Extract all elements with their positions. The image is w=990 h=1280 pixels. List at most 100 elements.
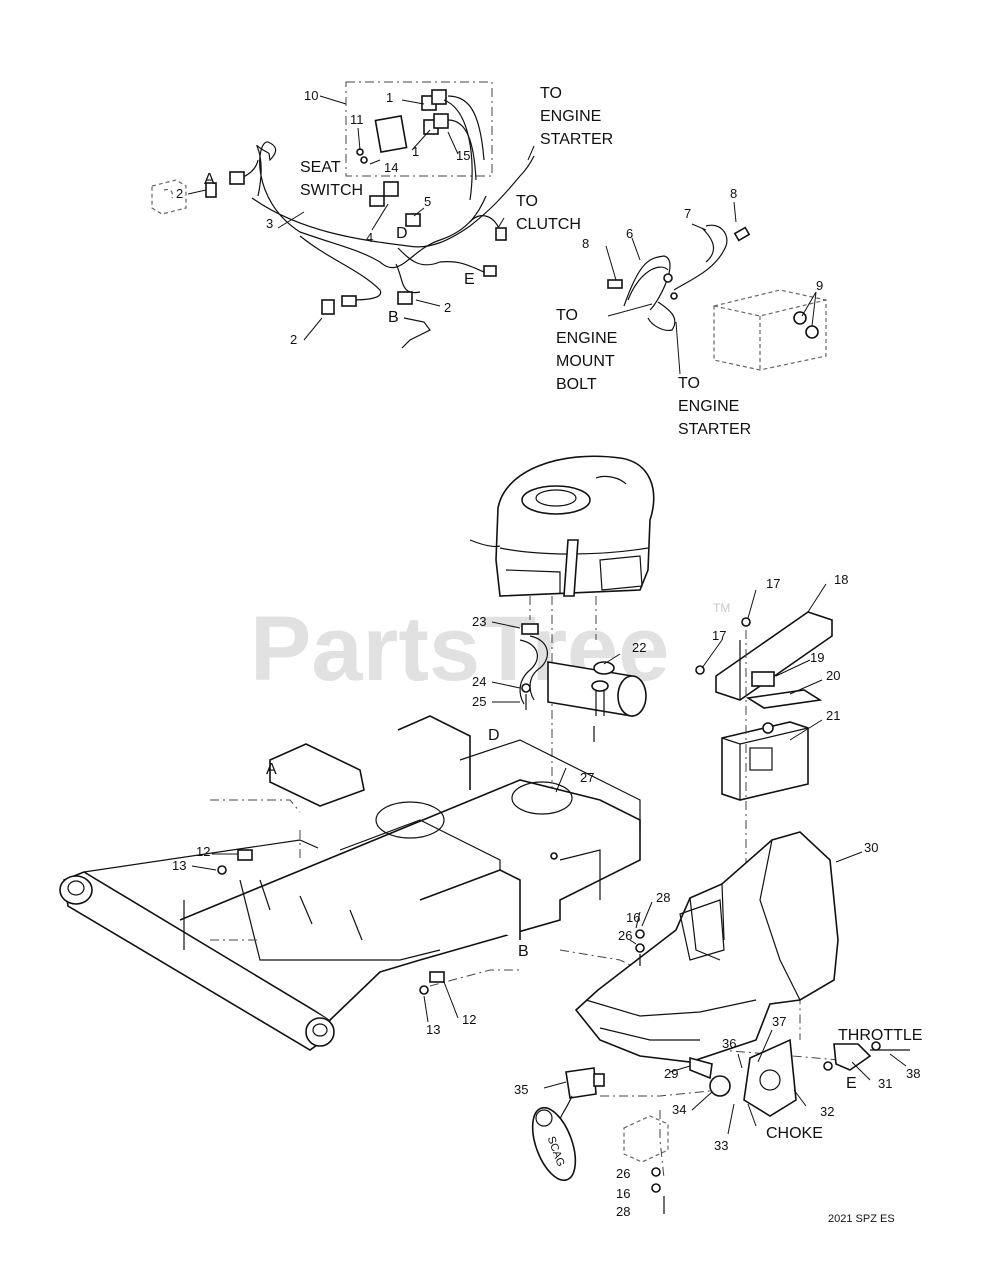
part-number: 5 <box>424 194 431 209</box>
letter-a-frame: A <box>266 761 277 778</box>
part-number: 34 <box>672 1102 686 1117</box>
to-engine-starter-bottom-line3: STARTER <box>678 421 751 438</box>
ghost-battery <box>713 289 827 371</box>
part-number: 1 <box>412 144 419 159</box>
to-engine-starter-top-line3: STARTER <box>540 131 613 148</box>
letter-d-harness: D <box>396 225 408 242</box>
part-number: 2 <box>176 186 183 201</box>
throttle-lever <box>833 1043 872 1071</box>
letter-e-throttle: E <box>846 1075 857 1092</box>
to-engine-starter-bottom-line2: ENGINE <box>678 398 739 415</box>
chassis-frame <box>59 715 641 1051</box>
to-clutch-line2: CLUTCH <box>516 216 581 233</box>
seat-switch-line2: SWITCH <box>300 182 363 199</box>
part-number: 26 <box>616 1166 630 1181</box>
part-number: 17 <box>766 576 780 591</box>
letter-d-frame: D <box>488 727 500 744</box>
part-number: 20 <box>826 668 840 683</box>
part-number: 24 <box>472 674 486 689</box>
battery-cables-group <box>607 224 827 371</box>
gasket <box>521 623 539 635</box>
to-engine-mount-bolt-line4: BOLT <box>556 376 597 393</box>
connection-letters: A B D E A B D E <box>204 171 857 1092</box>
part-number: 28 <box>656 890 670 905</box>
leader-lines <box>187 95 907 1135</box>
part-number: 7 <box>684 206 691 221</box>
positive-cable <box>673 224 728 291</box>
seat-switch-line1: SEAT <box>300 159 341 176</box>
part-number: 35 <box>514 1082 528 1097</box>
part-number: 26 <box>618 928 632 943</box>
negative-cable <box>623 255 671 311</box>
part-number: 9 <box>816 278 823 293</box>
part-number: 4 <box>366 230 373 245</box>
to-engine-starter-bottom-line1: TO <box>678 375 700 392</box>
part-number: 29 <box>664 1066 678 1081</box>
muffler <box>519 635 647 717</box>
part-number: 6 <box>626 226 633 241</box>
connector-a <box>229 171 245 185</box>
part-number: 27 <box>580 770 594 785</box>
ignition-key: SCAG <box>531 1067 605 1182</box>
battery <box>721 721 809 801</box>
part-number: 12 <box>462 1012 476 1027</box>
control-tower <box>574 831 839 1063</box>
part-number: 16 <box>616 1186 630 1201</box>
main-harness-wire <box>256 141 487 269</box>
part-number: 8 <box>730 186 737 201</box>
part-number: 13 <box>426 1022 440 1037</box>
part-number: 37 <box>772 1014 786 1029</box>
choke-knob <box>709 1075 731 1097</box>
part-number: 10 <box>304 88 318 103</box>
part-number: 2 <box>290 332 297 347</box>
ignition-switch <box>689 1056 713 1080</box>
part-number: 23 <box>472 614 486 629</box>
part-number: 22 <box>632 640 646 655</box>
part-number: 8 <box>582 236 589 251</box>
part-number: 19 <box>810 650 824 665</box>
part-number: 11 <box>350 112 364 127</box>
part-number: 25 <box>472 694 486 709</box>
to-engine-starter-top-line2: ENGINE <box>540 108 601 125</box>
to-clutch-line1: TO <box>516 193 538 210</box>
to-engine-mount-bolt-line3: MOUNT <box>556 353 615 370</box>
engine <box>469 455 655 597</box>
part-number: 21 <box>826 708 840 723</box>
part-number: 12 <box>196 844 210 859</box>
control-panel <box>743 1038 797 1117</box>
to-engine-mount-bolt-line2: ENGINE <box>556 330 617 347</box>
part-number: 18 <box>834 572 848 587</box>
part-number: 36 <box>722 1036 736 1051</box>
text-callouts: TO ENGINE STARTER SEAT SWITCH TO CLUTCH … <box>300 85 922 1225</box>
letter-e-harness: E <box>464 271 475 288</box>
part-number: 33 <box>714 1138 728 1153</box>
watermark-trademark: TM <box>713 601 730 615</box>
to-engine-mount-bolt-line1: TO <box>556 307 578 324</box>
letter-b-frame: B <box>518 943 529 960</box>
diagram-code: 2021 SPZ ES <box>828 1213 895 1225</box>
battery-strap <box>751 671 775 687</box>
part-number: 32 <box>820 1104 834 1119</box>
letter-b-harness: B <box>388 309 399 326</box>
part-number: 38 <box>906 1066 920 1081</box>
wiring-harness-group <box>151 81 535 349</box>
part-number: 1 <box>386 90 393 105</box>
part-number: 2 <box>444 300 451 315</box>
part-numbers: 1 1 2 2 2 3 4 5 6 7 8 8 9 10 11 12 12 13… <box>172 88 920 1219</box>
part-number: 15 <box>456 148 470 163</box>
part-number: 3 <box>266 216 273 231</box>
part-number: 14 <box>384 160 398 175</box>
relay-module <box>356 89 485 201</box>
part-number: 16 <box>626 910 640 925</box>
part-number: 17 <box>712 628 726 643</box>
choke-label: CHOKE <box>766 1125 823 1142</box>
letter-a-harness: A <box>204 171 215 188</box>
part-number: 13 <box>172 858 186 873</box>
relay-module-boundary <box>345 81 493 177</box>
throttle-label: THROTTLE <box>838 1027 922 1044</box>
part-number: 30 <box>864 840 878 855</box>
part-number: 28 <box>616 1204 630 1219</box>
to-engine-starter-top-line1: TO <box>540 85 562 102</box>
part-number: 31 <box>878 1076 892 1091</box>
